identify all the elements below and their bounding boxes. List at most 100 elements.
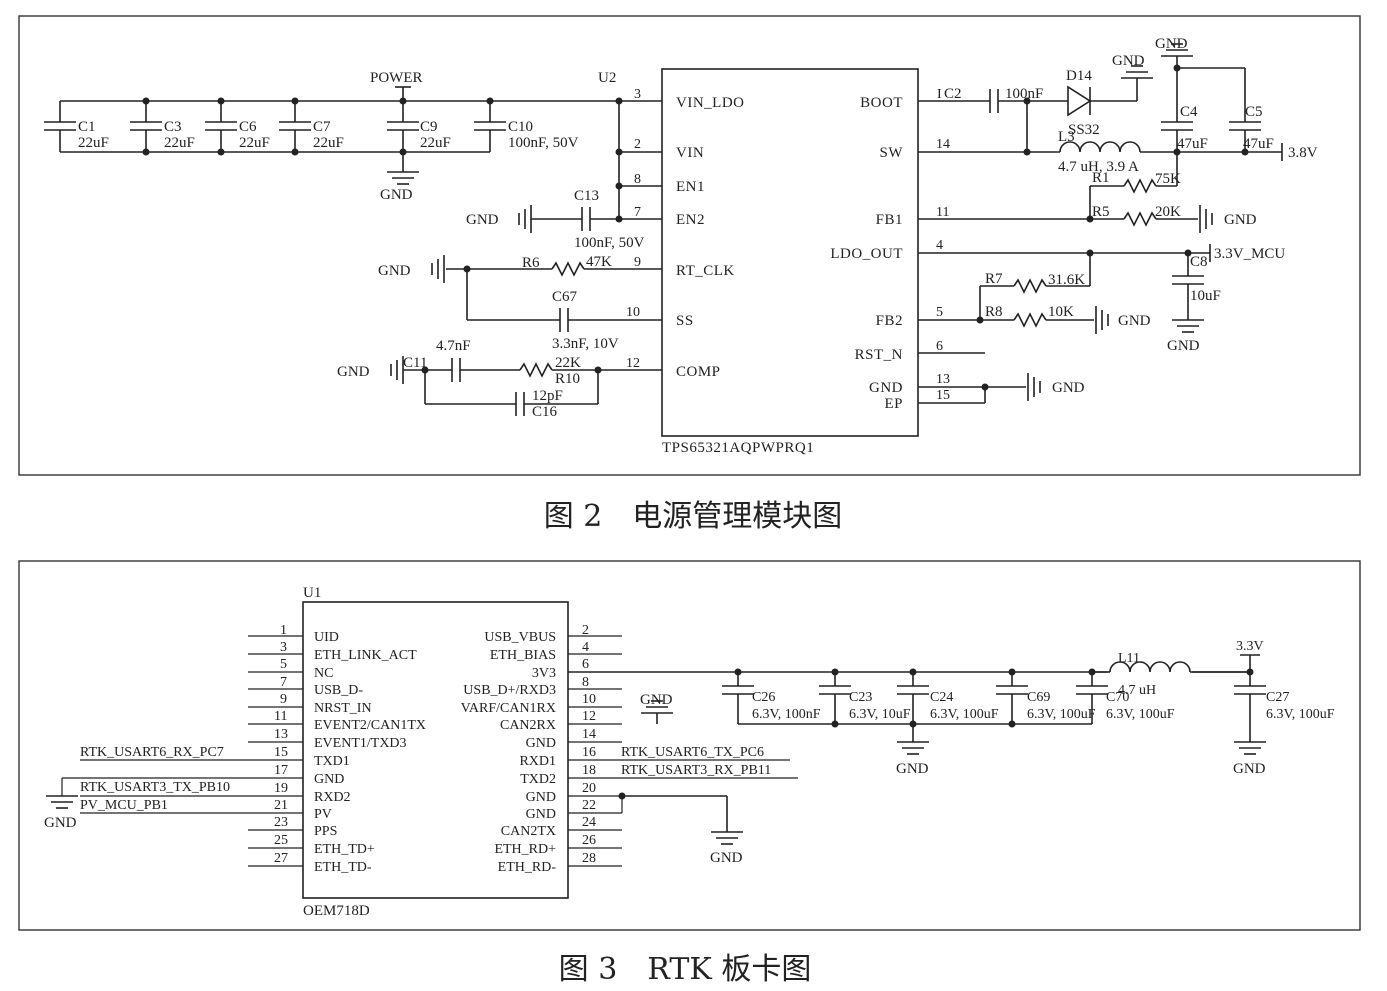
u1-pin-num: 15 — [274, 745, 288, 760]
cap-ref: C24 — [930, 690, 953, 705]
u2-pin-num: 12 — [626, 356, 640, 371]
gnd-label: GND — [896, 761, 929, 777]
u1-pin-name: USB_D+/RXD3 — [463, 683, 556, 698]
u2-pin-name: VIN_LDO — [676, 95, 745, 111]
u2-pin-num: 14 — [936, 137, 950, 152]
u1-pin-num: 11 — [274, 709, 287, 724]
u2-pin-num: 4 — [936, 238, 943, 253]
fig3-frame — [18, 560, 1361, 931]
c67-value: 3.3nF, 10V — [552, 336, 619, 352]
u1-pin-name: GND — [314, 772, 344, 787]
r5-ref: R5 — [1092, 204, 1110, 220]
c13-ref: C13 — [574, 188, 599, 204]
net-label: RTK_USART3_TX_PB10 — [80, 780, 230, 795]
u1-pin-name: ETH_BIAS — [490, 648, 556, 663]
l11-ref: L11 — [1118, 651, 1140, 666]
u1-pin-name: CAN2RX — [500, 718, 556, 733]
gnd-label: GND — [466, 212, 499, 228]
rtclk-ss-network — [431, 254, 662, 333]
u1-pin-num: 4 — [582, 640, 589, 655]
u2-pin-num: 8 — [634, 172, 641, 187]
c13-network — [518, 204, 619, 234]
net-3v3-mcu: 3.3V_MCU — [1214, 246, 1285, 262]
cap-value: 22uF — [420, 135, 451, 151]
u1-pin-num: 7 — [280, 675, 287, 690]
u1-pin-name: ETH_TD- — [314, 860, 372, 875]
u2-pin-num: 7 — [634, 205, 641, 220]
u2-ref: U2 — [598, 70, 616, 86]
u1-pin-name: ETH_RD+ — [494, 842, 556, 857]
u2-pin-name: EN2 — [676, 212, 705, 228]
u1-pin-num: 19 — [274, 781, 288, 796]
u2-pin-name: RST_N — [855, 347, 903, 363]
u1-pin-num: 8 — [582, 675, 589, 690]
u1-pin-name: USB_VBUS — [484, 630, 556, 645]
u1-pin-num: 20 — [582, 781, 596, 796]
u1-pin-name: ETH_TD+ — [314, 842, 375, 857]
comp-network — [390, 355, 662, 417]
l3-ref: L3 — [1058, 129, 1075, 145]
r8-value: 10K — [1048, 304, 1074, 320]
gnd-label: GND — [378, 263, 411, 279]
u2-pin-num: 2 — [634, 137, 641, 152]
u1-pin-num: 26 — [582, 833, 596, 848]
u1-pin-num: 22 — [582, 798, 596, 813]
gnd-label: GND — [44, 815, 77, 831]
c27-ref: C27 — [1266, 690, 1289, 705]
u1-pin-num: 1 — [280, 623, 287, 638]
u2-pin-name: SW — [880, 145, 904, 161]
c11-value: 4.7nF — [436, 338, 471, 354]
net-3v8: 3.8V — [1288, 145, 1318, 161]
gnd-label: GND — [1224, 212, 1257, 228]
cap-ref: C1 — [78, 119, 96, 135]
u1-pin-name: GND — [526, 807, 556, 822]
u1-pin-num: 5 — [280, 657, 287, 672]
ldo-network — [918, 244, 1211, 404]
u1-pin-name: RXD2 — [314, 790, 351, 805]
gnd-label: GND — [1052, 380, 1085, 396]
u1-pin-num: 21 — [274, 798, 288, 813]
u1-pin-num: 28 — [582, 851, 596, 866]
c8-ref: C8 — [1190, 254, 1208, 270]
u2-part: TPS65321AQPWPRQ1 — [662, 440, 814, 456]
r10-value: 22K — [555, 355, 581, 371]
u1-pin-name: EVENT2/CAN1TX — [314, 718, 426, 733]
u2-pin-num: 9 — [634, 255, 641, 270]
c4-ref: C4 — [1180, 104, 1198, 120]
power-label: POWER — [370, 70, 423, 86]
cap-value: 6.3V, 10uF — [849, 707, 911, 722]
figure-3-caption: 图 3 RTK 板卡图 — [559, 952, 812, 987]
u2-pin-name: FB2 — [876, 313, 903, 329]
r1-value: 75K — [1155, 171, 1181, 187]
cap-ref: C10 — [508, 119, 533, 135]
l3-value: 4.7 uH, 3.9 A — [1058, 159, 1139, 175]
c5-ref: C5 — [1245, 104, 1263, 120]
u2-pin-name: GND — [869, 380, 903, 396]
u1-pin-name: CAN2TX — [501, 824, 556, 839]
d14-part: SS32 — [1068, 122, 1100, 138]
cap-value: 22uF — [313, 135, 344, 151]
u2-pin-name: LDO_OUT — [830, 246, 903, 262]
u2-pin-num: 6 — [936, 339, 943, 354]
cap-ref: C3 — [164, 119, 182, 135]
u2-pin-num: 10 — [626, 305, 640, 320]
cap-value: 100nF, 50V — [508, 135, 579, 151]
u1-pin-num: 24 — [582, 815, 596, 830]
c2-ref: C2 — [944, 86, 962, 102]
u1-pin-name: PV — [314, 807, 332, 822]
u2-pin-num: 11 — [936, 205, 949, 220]
r10-ref: R10 — [555, 371, 580, 387]
l11-value: 4.7 uH — [1118, 683, 1156, 698]
c13-value: 100nF, 50V — [574, 235, 645, 251]
u1-pin-num: 14 — [582, 727, 596, 742]
u1-ref: U1 — [303, 585, 321, 601]
r7-ref: R7 — [985, 271, 1003, 287]
u2-pin-name: SS — [676, 313, 694, 329]
gnd-label: GND — [1167, 338, 1200, 354]
cap-value: 6.3V, 100uF — [1106, 707, 1175, 722]
r1-ref: R1 — [1092, 170, 1110, 186]
u2-pin-name: RT_CLK — [676, 263, 735, 279]
input-cap-bank — [43, 86, 662, 223]
net-3v3: 3.3V — [1236, 639, 1264, 654]
cap-value: 22uF — [239, 135, 270, 151]
